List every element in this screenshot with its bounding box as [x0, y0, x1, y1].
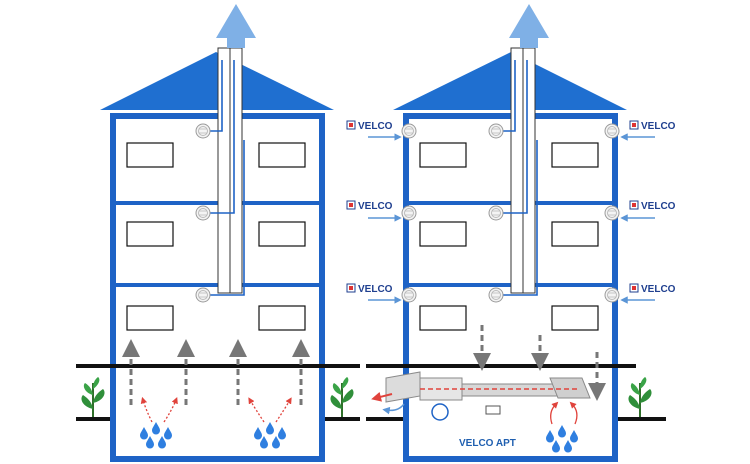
round-wall-vent-icon	[401, 123, 417, 139]
round-wall-vent-icon	[604, 205, 620, 221]
exhaust-stack	[217, 47, 231, 294]
window	[551, 221, 599, 247]
velco-logo-icon	[629, 120, 639, 130]
velco-logo-icon	[346, 120, 356, 130]
exhaust-duct	[208, 60, 235, 214]
moisture-arrow	[550, 401, 559, 425]
round-wall-vent-icon	[401, 205, 417, 221]
window	[258, 305, 306, 331]
moisture-arrow	[569, 401, 578, 425]
window	[258, 221, 306, 247]
exhaust-duct	[208, 140, 245, 296]
exhaust-stack	[229, 47, 243, 294]
ventilation-unit-icon	[385, 371, 591, 421]
velco-label: VELCO	[641, 121, 676, 132]
velco-label: VELCO	[358, 121, 393, 132]
window	[419, 221, 467, 247]
fresh-air-arrow	[382, 403, 405, 415]
roof-left	[100, 52, 334, 110]
window	[126, 305, 174, 331]
plant-icon	[80, 376, 106, 418]
velco-label: VELCO	[358, 201, 393, 212]
exhaust-stack	[522, 47, 536, 294]
velco-logo-group-right: VELCO VELCO VELCO	[629, 120, 676, 295]
window	[551, 142, 599, 168]
building-left	[76, 4, 360, 462]
window	[551, 305, 599, 331]
round-wall-vent-icon	[195, 287, 211, 303]
velco-logo-icon	[629, 200, 639, 210]
round-wall-vent-icon	[488, 205, 504, 221]
window	[419, 305, 467, 331]
round-wall-vent-icon	[604, 123, 620, 139]
exhaust-duct	[501, 60, 528, 214]
velco-label: VELCO	[641, 284, 676, 295]
round-wall-vent-icon	[195, 123, 211, 139]
exhaust-duct	[501, 140, 538, 296]
exhaust-duct	[208, 60, 223, 132]
round-wall-vent-icon	[488, 287, 504, 303]
velco-logo-icon	[346, 283, 356, 293]
up-arrow-icon	[509, 4, 549, 48]
round-wall-vent-icon	[401, 287, 417, 303]
window	[258, 142, 306, 168]
velco-label: VELCO	[358, 284, 393, 295]
velco-logo-group-left: VELCO VELCO VELCO	[346, 120, 393, 295]
round-wall-vent-icon	[488, 123, 504, 139]
moisture-arrow	[371, 391, 393, 402]
moisture-arrow	[248, 397, 265, 423]
exhaust-duct	[501, 60, 516, 132]
moisture-arrow	[140, 396, 153, 423]
building-right: VELCO APT	[366, 4, 655, 462]
exhaust-stack	[510, 47, 524, 294]
plant-icon	[329, 376, 355, 418]
window	[126, 142, 174, 168]
moisture-arrow	[275, 397, 292, 423]
velco-logo-icon	[629, 283, 639, 293]
round-wall-vent-icon	[195, 205, 211, 221]
window	[126, 221, 174, 247]
window	[419, 142, 467, 168]
velco-label: VELCO	[641, 201, 676, 212]
velco-logo-icon	[346, 200, 356, 210]
round-wall-vent-icon	[604, 287, 620, 303]
moisture-arrow	[163, 396, 178, 423]
plant-icon	[627, 376, 653, 418]
roof-right	[393, 52, 627, 110]
product-label: VELCO APT	[459, 438, 516, 449]
up-arrow-icon	[216, 4, 256, 48]
